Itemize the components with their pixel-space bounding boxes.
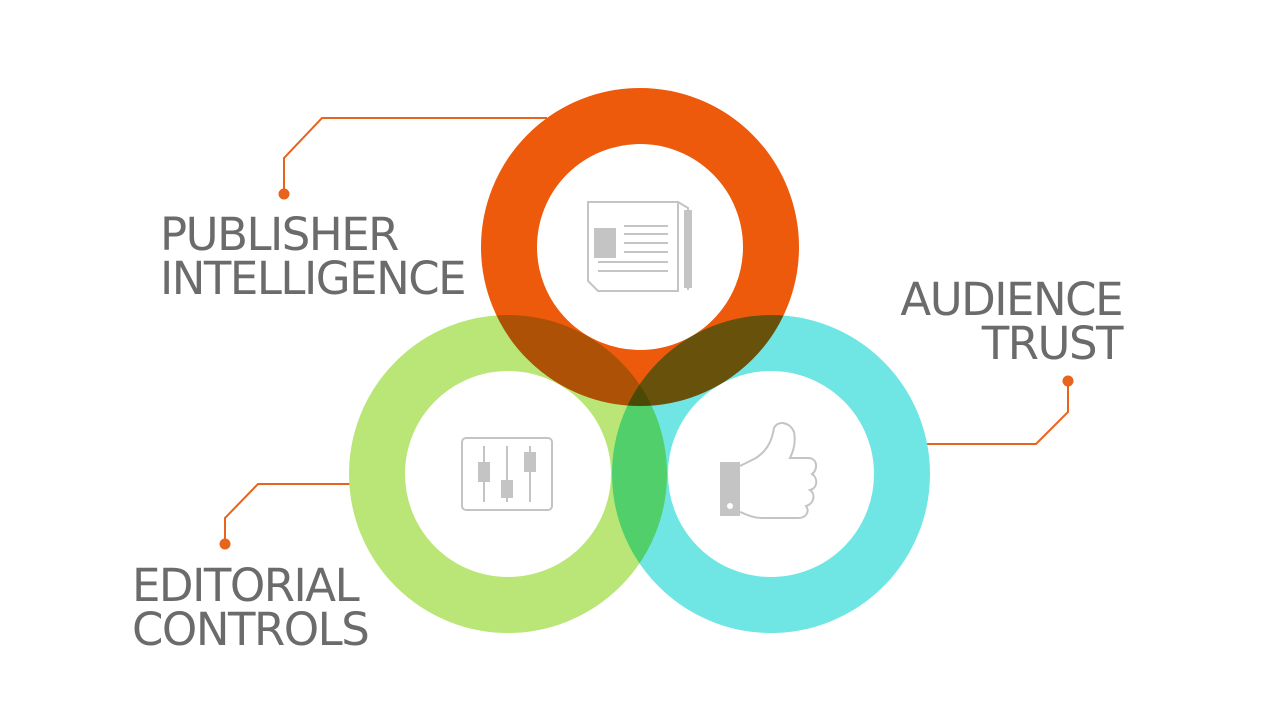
label-line: CONTROLS: [132, 603, 370, 656]
thumbs-up-icon: [720, 422, 818, 519]
label-line: PUBLISHER: [160, 208, 399, 261]
label-line: EDITORIAL: [132, 559, 360, 612]
label-line: TRUST: [981, 317, 1124, 370]
label-editorial-controls: EDITORIAL CONTROLS: [132, 559, 370, 656]
connector-audience: [926, 381, 1069, 445]
connector-dot-editorial: [219, 538, 231, 550]
connector-dot-publisher: [278, 188, 290, 200]
ring-audience: [612, 315, 930, 633]
label-line: INTELLIGENCE: [160, 252, 467, 305]
connector-publisher: [283, 117, 547, 194]
connector-dot-audience: [1062, 375, 1074, 387]
sliders-icon: [461, 437, 553, 511]
ring-publisher: [481, 88, 799, 406]
label-line: AUDIENCE: [900, 273, 1123, 326]
label-audience-trust: AUDIENCE TRUST: [900, 273, 1124, 370]
newspaper-icon: [587, 201, 692, 292]
connector-editorial: [224, 483, 352, 544]
label-publisher-intelligence: PUBLISHER INTELLIGENCE: [160, 208, 467, 305]
